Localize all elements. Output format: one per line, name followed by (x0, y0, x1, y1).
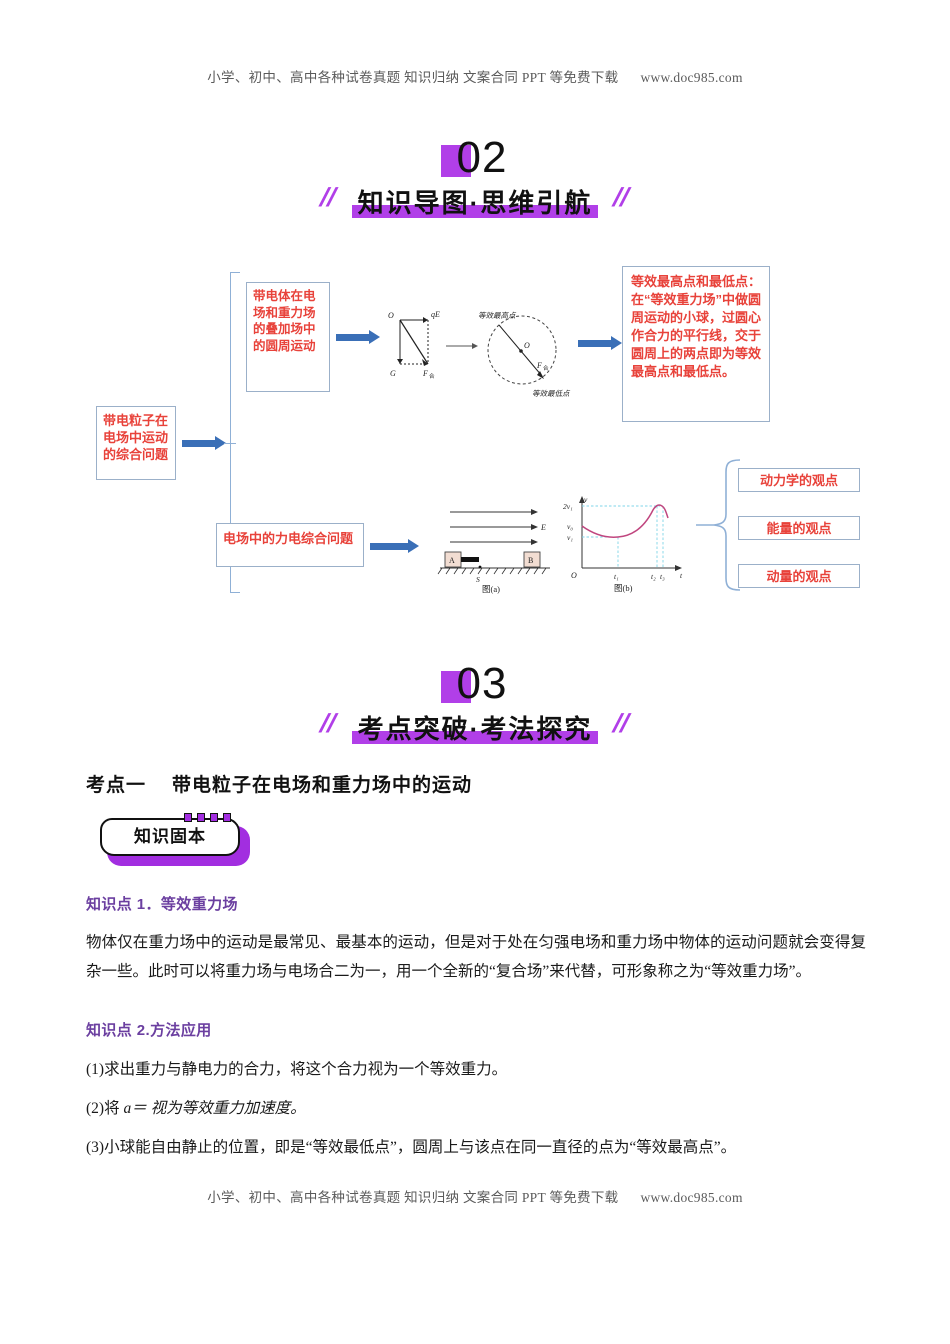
svg-text:t: t (680, 571, 683, 580)
flowchart-arrow-bottom-branch (370, 539, 420, 553)
svg-text:A: A (449, 556, 455, 565)
figure-a-diagram: E A B S 图(a) (437, 509, 550, 594)
svg-text:等效最低点: 等效最低点 (532, 389, 571, 398)
banner-03-slash-left-icon: // (316, 708, 341, 738)
badge-square-2-icon (197, 813, 205, 822)
running-header-text: 小学、初中、高中各种试卷真题 知识归纳 文案合同 PPT 等免费下载 (207, 70, 619, 85)
svg-text:图(b): 图(b) (614, 583, 633, 593)
banner-03-title: 考点突破·考法探究 (357, 714, 593, 744)
svg-text:t₁: t₁ (614, 572, 619, 581)
svg-text:v₁: v₁ (567, 533, 573, 542)
flowchart-connector-stub-top (230, 272, 240, 274)
knowledge-2-item-2-prefix: (2)将 (86, 1100, 124, 1117)
knowledge-2-item-1: (1)求出重力与静电力的合力，将这个合力视为一个等效重力。 (86, 1061, 508, 1078)
badge-square-4-icon (223, 813, 231, 822)
flowchart: 带电粒子在电场中运动的综合问题 带电体在电场和重力场的叠加场中的圆周运动 O (0, 258, 950, 608)
banner-02-title-row: // 知识导图·思维引航 // (316, 182, 634, 220)
flowchart-viewpoint-box-3: 动量的观点 (738, 564, 860, 588)
kaodian-title: 带电粒子在电场和重力场中的运动 (172, 775, 473, 796)
svg-text:qE: qE (431, 310, 440, 319)
running-header-url: www.doc985.com (640, 70, 743, 85)
svg-text:E: E (540, 523, 546, 532)
badge-face (100, 818, 240, 856)
flowchart-conclusion-box: 等效最高点和最低点：在“等效重力场”中做圆周运动的小球，过圆心作合力的平行线，交… (622, 266, 770, 422)
knowledge-2-item-3: (3)小球能自由静止的位置，即是“等效最低点”，圆周上与该点在同一直径的点为“等… (86, 1139, 737, 1156)
knowledge-2-item-2-italic: a＝ 视为等效重力加速度。 (123, 1100, 306, 1117)
svg-text:t₃: t₃ (660, 572, 665, 581)
svg-text:t₂: t₂ (651, 572, 656, 581)
running-footer-url: www.doc985.com (640, 1190, 743, 1205)
banner-02-slash-right-icon: // (609, 182, 634, 212)
banner-02-number-wrap: 02 (440, 133, 508, 182)
banner-03-number: 03 (456, 659, 508, 708)
banner-03-underline (351, 731, 599, 744)
svg-text:等效最高点: 等效最高点 (478, 311, 517, 320)
kaodian-heading: 考点一 带电粒子在电场和重力场中的运动 (86, 770, 472, 797)
running-footer-text: 小学、初中、高中各种试卷真题 知识归纳 文案合同 PPT 等免费下载 (207, 1190, 619, 1205)
knowledge-2-item-2: (2)将 a＝ 视为等效重力加速度。 (86, 1094, 866, 1123)
svg-text:v: v (584, 495, 588, 504)
equivalent-gravity-diagram: O qE G F 合 O F 合 等效最高点 等效最低点 (388, 310, 571, 398)
banner-03-number-wrap: 03 (440, 659, 508, 708)
flowchart-arrow-conclusion (578, 336, 622, 350)
kaodian-label: 考点一 (86, 775, 147, 796)
flowchart-viewpoint-box-2: 能量的观点 (738, 516, 860, 540)
flowchart-brace-icon (696, 459, 741, 591)
flowchart-arrow-root (182, 436, 226, 450)
flowchart-connector-vertical (230, 272, 232, 592)
badge-label: 知识固本 (134, 827, 206, 846)
svg-text:O: O (388, 311, 394, 320)
banner-02-number-square (440, 145, 471, 177)
svg-text:F: F (536, 361, 542, 370)
knowledge-1-heading: 知识点 1．等效重力场 (86, 896, 238, 913)
zhishi-guben-badge: 知识固本 (100, 813, 250, 866)
knowledge-1-body: 物体仅在重力场中的运动是最常见、最基本的运动，但是对于处在匀强电场和重力场中物体… (86, 934, 866, 980)
svg-text:G: G (390, 369, 396, 378)
banner-02-number: 02 (456, 133, 508, 182)
knowledge-2-heading: 知识点 2.方法应用 (86, 1022, 212, 1039)
banner-02-underline (351, 205, 599, 218)
svg-text:合: 合 (543, 364, 549, 372)
banner-03-slash-right-icon: // (609, 708, 634, 738)
svg-text:2v₁: 2v₁ (563, 502, 573, 511)
svg-text:O: O (571, 571, 577, 580)
badge-square-3-icon (210, 813, 218, 822)
banner-02-slash-left-icon: // (316, 182, 341, 212)
banner-02-title: 知识导图·思维引航 (357, 188, 593, 218)
flowchart-connector-stub-bottom (230, 592, 240, 594)
banner-03-title-row: // 考点突破·考法探究 // (316, 708, 634, 746)
svg-text:F: F (422, 369, 428, 378)
svg-text:O: O (524, 341, 530, 350)
svg-text:S: S (476, 575, 480, 584)
svg-text:合: 合 (429, 372, 435, 380)
running-header: 小学、初中、高中各种试卷真题 知识归纳 文案合同 PPT 等免费下载 www.do… (0, 66, 950, 86)
flowchart-arrow-top-branch (336, 330, 380, 344)
svg-text:v₀: v₀ (567, 522, 573, 531)
flowchart-viewpoint-box-1: 动力学的观点 (738, 468, 860, 492)
flowchart-branch-top-box: 带电体在电场和重力场的叠加场中的圆周运动 (246, 282, 330, 392)
banner-03-number-square (440, 671, 471, 703)
svg-text:图(a): 图(a) (482, 584, 500, 594)
flowchart-root-box: 带电粒子在电场中运动的综合问题 (96, 406, 176, 480)
flowchart-connector-stub-mid (224, 443, 236, 445)
figure-b-graph: v t O 2v₁ v₀ v₁ t₁ t₂ t₃ 图(b) (563, 495, 683, 593)
badge-square-1-icon (184, 813, 192, 822)
running-footer: 小学、初中、高中各种试卷真题 知识归纳 文案合同 PPT 等免费下载 www.do… (0, 1186, 950, 1206)
section-banner-03: 03 // 考点突破·考法探究 // (0, 660, 950, 746)
svg-text:B: B (528, 556, 533, 565)
flowchart-branch-bottom-box: 电场中的力电综合问题 (216, 523, 364, 567)
section-banner-02: 02 // 知识导图·思维引航 // (0, 134, 950, 220)
